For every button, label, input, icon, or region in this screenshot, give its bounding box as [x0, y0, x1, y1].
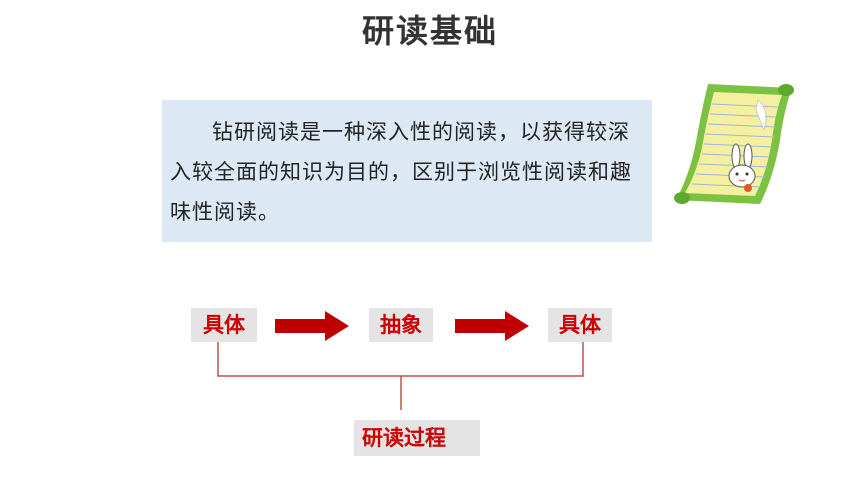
process-label: 研读过程: [354, 420, 480, 456]
flow-step-concrete-end: 具体: [548, 308, 612, 342]
definition-text: 钻研阅读是一种深入性的阅读，以获得较深入较全面的知识为目的，区别于浏览性阅读和趣…: [170, 120, 632, 224]
scroll-rabbit-icon: [674, 84, 794, 204]
arrow-right-icon: [275, 311, 349, 341]
page-title: 研读基础: [361, 12, 498, 50]
flow-step-abstract: 抽象: [369, 308, 433, 342]
definition-box: 钻研阅读是一种深入性的阅读，以获得较深入较全面的知识为目的，区别于浏览性阅读和趣…: [162, 100, 652, 242]
flow-step-concrete-start: 具体: [191, 308, 257, 342]
arrow-right-icon: [455, 311, 529, 341]
